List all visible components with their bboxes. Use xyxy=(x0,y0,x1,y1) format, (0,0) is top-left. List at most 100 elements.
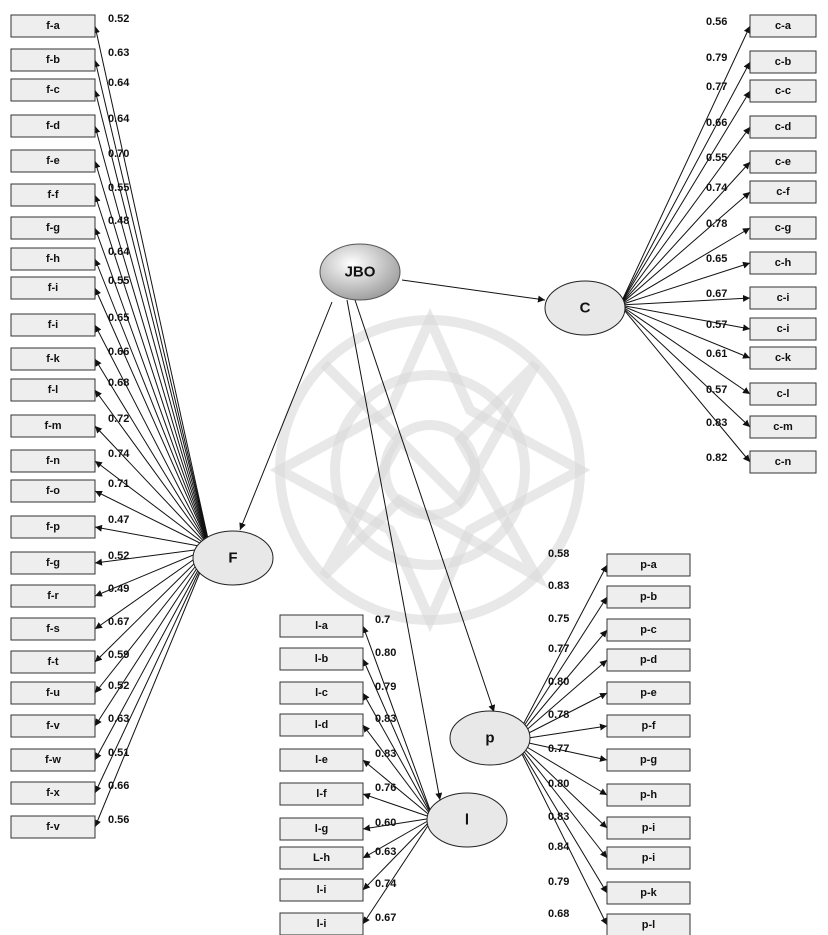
l-item-0-label: l-a xyxy=(315,620,329,632)
f-item-18-label: f-s xyxy=(46,623,59,635)
p-item-0[interactable]: p-a xyxy=(606,553,691,577)
path-c-to-item-8 xyxy=(619,294,751,306)
latent-jbo-label: JBO xyxy=(345,264,376,281)
f-item-19[interactable]: f-t xyxy=(10,650,96,674)
f-item-6[interactable]: f-g xyxy=(10,216,96,240)
f-item-10[interactable]: f-k xyxy=(10,347,96,371)
c-item-11[interactable]: c-l xyxy=(749,382,817,406)
p-item-2[interactable]: p-c xyxy=(606,618,691,642)
f-item-2[interactable]: f-c xyxy=(10,78,96,102)
l-item-5[interactable]: l-f xyxy=(279,782,364,806)
path-p-to-item-3 xyxy=(514,659,608,741)
f-item-16[interactable]: f-g xyxy=(10,551,96,575)
p-item-7[interactable]: p-h xyxy=(606,783,691,807)
path-p-to-item-7 xyxy=(514,739,608,796)
f-item-3[interactable]: f-d xyxy=(10,114,96,138)
path-c-to-item-1 xyxy=(619,61,751,306)
p-item-3[interactable]: p-d xyxy=(606,648,691,672)
f-loading-18: 0.67 xyxy=(108,616,129,628)
f-item-12[interactable]: f-m xyxy=(10,414,96,438)
path-p-to-item-1 xyxy=(514,596,608,741)
latent-p[interactable]: p xyxy=(449,710,531,766)
l-item-0[interactable]: l-a xyxy=(279,614,364,638)
f-item-1[interactable]: f-b xyxy=(10,48,96,72)
latent-f[interactable]: F xyxy=(192,530,274,586)
latent-l[interactable]: l xyxy=(426,792,508,848)
f-item-24-label: f-v xyxy=(46,821,60,833)
c-item-7[interactable]: c-h xyxy=(749,251,817,275)
c-item-4-label: c-e xyxy=(775,156,791,168)
l-item-8[interactable]: l-i xyxy=(279,878,364,902)
f-item-13[interactable]: f-n xyxy=(10,449,96,473)
path-c-to-item-4 xyxy=(619,161,751,306)
f-item-17[interactable]: f-r xyxy=(10,584,96,608)
p-loading-4: 0.80 xyxy=(548,676,569,688)
f-item-7[interactable]: f-h xyxy=(10,247,96,271)
l-item-5-label: l-f xyxy=(316,788,327,800)
l-item-2[interactable]: l-c xyxy=(279,681,364,705)
latent-c[interactable]: C xyxy=(544,280,626,336)
f-item-18[interactable]: f-s xyxy=(10,617,96,641)
f-loading-23: 0.66 xyxy=(108,780,129,792)
l-loading-9: 0.67 xyxy=(375,912,396,924)
f-item-15[interactable]: f-p xyxy=(10,515,96,539)
latent-jbo[interactable]: JBO xyxy=(319,243,401,301)
c-item-0[interactable]: c-a xyxy=(749,14,817,38)
c-item-2[interactable]: c-c xyxy=(749,79,817,103)
f-item-9[interactable]: f-i xyxy=(10,313,96,337)
c-item-13[interactable]: c-n xyxy=(749,450,817,474)
c-loading-7: 0.65 xyxy=(706,253,727,265)
f-item-24[interactable]: f-v xyxy=(10,815,96,839)
f-item-22[interactable]: f-w xyxy=(10,748,96,772)
p-item-6[interactable]: p-g xyxy=(606,748,691,772)
p-item-8[interactable]: p-i xyxy=(606,816,691,840)
l-loading-3: 0.83 xyxy=(375,713,396,725)
p-item-10[interactable]: p-k xyxy=(606,881,691,905)
l-item-3[interactable]: l-d xyxy=(279,713,364,737)
p-item-5[interactable]: p-f xyxy=(606,714,691,738)
f-item-4-label: f-e xyxy=(46,155,59,167)
c-loading-2: 0.77 xyxy=(706,81,727,93)
f-item-0[interactable]: f-a xyxy=(10,14,96,38)
l-item-4[interactable]: l-e xyxy=(279,748,364,772)
f-loading-20: 0.52 xyxy=(108,680,129,692)
f-item-8-label: f-i xyxy=(48,282,58,294)
l-item-9[interactable]: l-i xyxy=(279,912,364,935)
p-item-1[interactable]: p-b xyxy=(606,585,691,609)
l-item-6[interactable]: l-g xyxy=(279,817,364,841)
c-item-11-label: c-l xyxy=(777,388,790,400)
f-item-19-label: f-t xyxy=(48,656,59,668)
c-item-6[interactable]: c-g xyxy=(749,216,817,240)
l-item-7[interactable]: L-h xyxy=(279,846,364,870)
c-item-12[interactable]: c-m xyxy=(749,415,817,439)
c-item-5[interactable]: c-f xyxy=(749,180,817,204)
l-loading-6: 0.60 xyxy=(375,817,396,829)
c-item-10[interactable]: c-k xyxy=(749,346,817,370)
f-loading-21: 0.63 xyxy=(108,713,129,725)
c-item-1[interactable]: c-b xyxy=(749,50,817,74)
c-item-3[interactable]: c-d xyxy=(749,115,817,139)
p-item-11[interactable]: p-l xyxy=(606,913,691,935)
p-item-10-label: p-k xyxy=(640,887,657,899)
l-item-1[interactable]: l-b xyxy=(279,647,364,671)
f-item-4[interactable]: f-e xyxy=(10,149,96,173)
c-item-2-label: c-c xyxy=(775,85,791,97)
l-item-6-label: l-g xyxy=(315,823,328,835)
f-item-20[interactable]: f-u xyxy=(10,681,96,705)
c-item-9[interactable]: c-i xyxy=(749,317,817,341)
f-item-14[interactable]: f-o xyxy=(10,479,96,503)
f-item-11[interactable]: f-l xyxy=(10,378,96,402)
path-f-to-item-0 xyxy=(93,25,211,549)
path-p-to-item-6 xyxy=(514,739,608,762)
f-item-21[interactable]: f-v xyxy=(10,714,96,738)
f-item-23[interactable]: f-x xyxy=(10,781,96,805)
l-loading-8: 0.74 xyxy=(375,878,397,890)
c-item-4[interactable]: c-e xyxy=(749,150,817,174)
c-loading-13: 0.82 xyxy=(706,452,727,464)
path-c-to-item-6 xyxy=(619,227,751,306)
f-item-5[interactable]: f-f xyxy=(10,183,96,207)
p-item-9[interactable]: p-i xyxy=(606,846,691,870)
f-item-8[interactable]: f-i xyxy=(10,276,96,300)
c-item-8[interactable]: c-i xyxy=(749,286,817,310)
p-item-4[interactable]: p-e xyxy=(606,681,691,705)
